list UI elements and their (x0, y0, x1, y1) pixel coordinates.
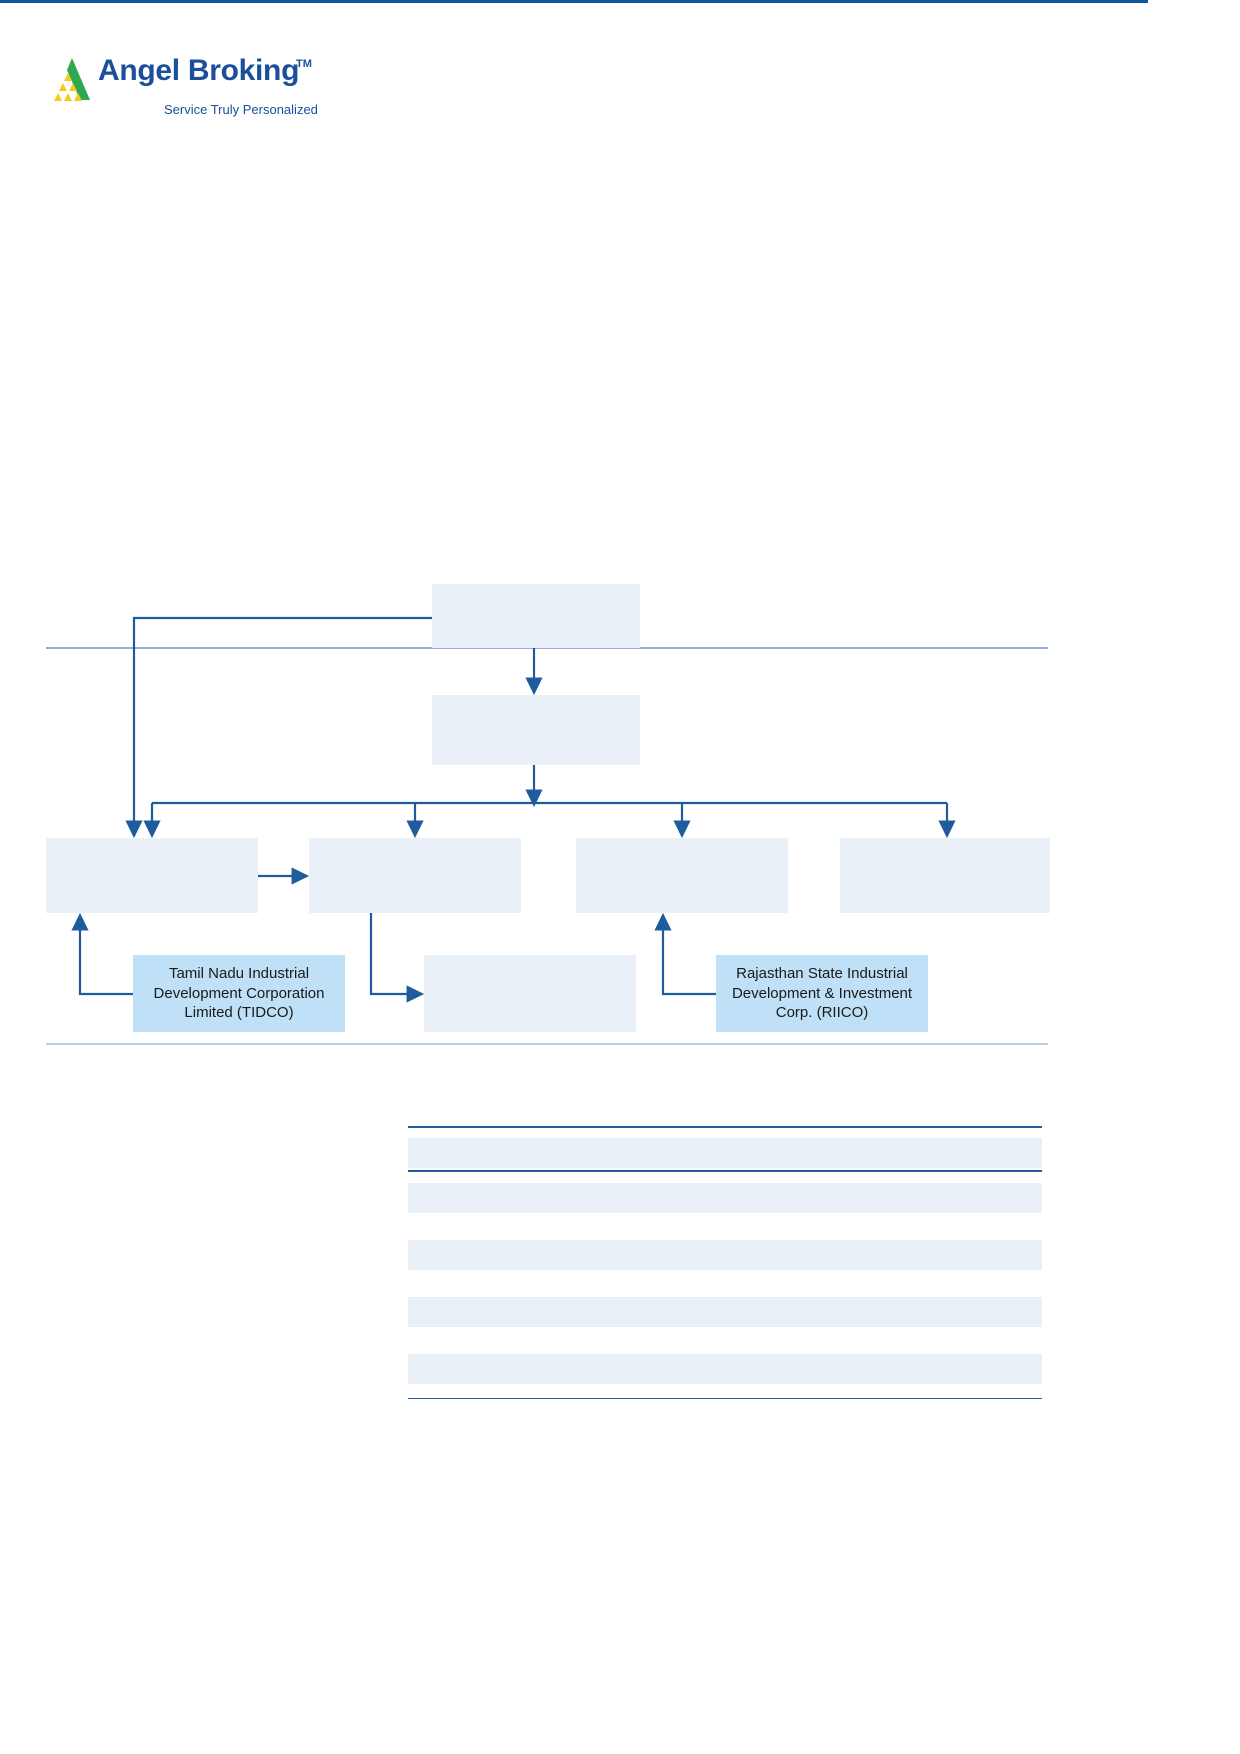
brand-tagline: Service Truly Personalized (164, 102, 318, 117)
diagram-node-c4[interactable] (840, 838, 1050, 913)
diagram-node-c2[interactable] (309, 838, 521, 913)
diagram-node-mid[interactable] (424, 955, 636, 1032)
diagram-node-root[interactable] (432, 584, 640, 648)
angel-triangle-logo-icon (46, 56, 92, 102)
section-rule-top (46, 647, 1048, 649)
table-row[interactable] (408, 1183, 1042, 1213)
table-header-row (408, 1138, 1042, 1168)
diagram-node-tidco[interactable]: Tamil Nadu Industrial Development Corpor… (133, 955, 345, 1032)
table-row[interactable] (408, 1354, 1042, 1384)
table-rule-top (408, 1126, 1042, 1128)
brand-name: Angel Broking (98, 54, 300, 87)
diagram-node-c3[interactable] (576, 838, 788, 913)
brand-logo: Angel Broking TM Service Truly Personali… (46, 54, 318, 118)
footer-rule (0, 0, 1148, 3)
diagram-node-second[interactable] (432, 695, 640, 765)
table-rule-bottom (408, 1398, 1042, 1399)
table-rule-header (408, 1170, 1042, 1172)
section-rule-middle (46, 1043, 1048, 1045)
table-row[interactable] (408, 1240, 1042, 1270)
trademark-mark: TM (296, 58, 312, 70)
diagram-node-c1[interactable] (46, 838, 258, 913)
diagram-node-riico[interactable]: Rajasthan State Industrial Development &… (716, 955, 928, 1032)
table-row[interactable] (408, 1297, 1042, 1327)
